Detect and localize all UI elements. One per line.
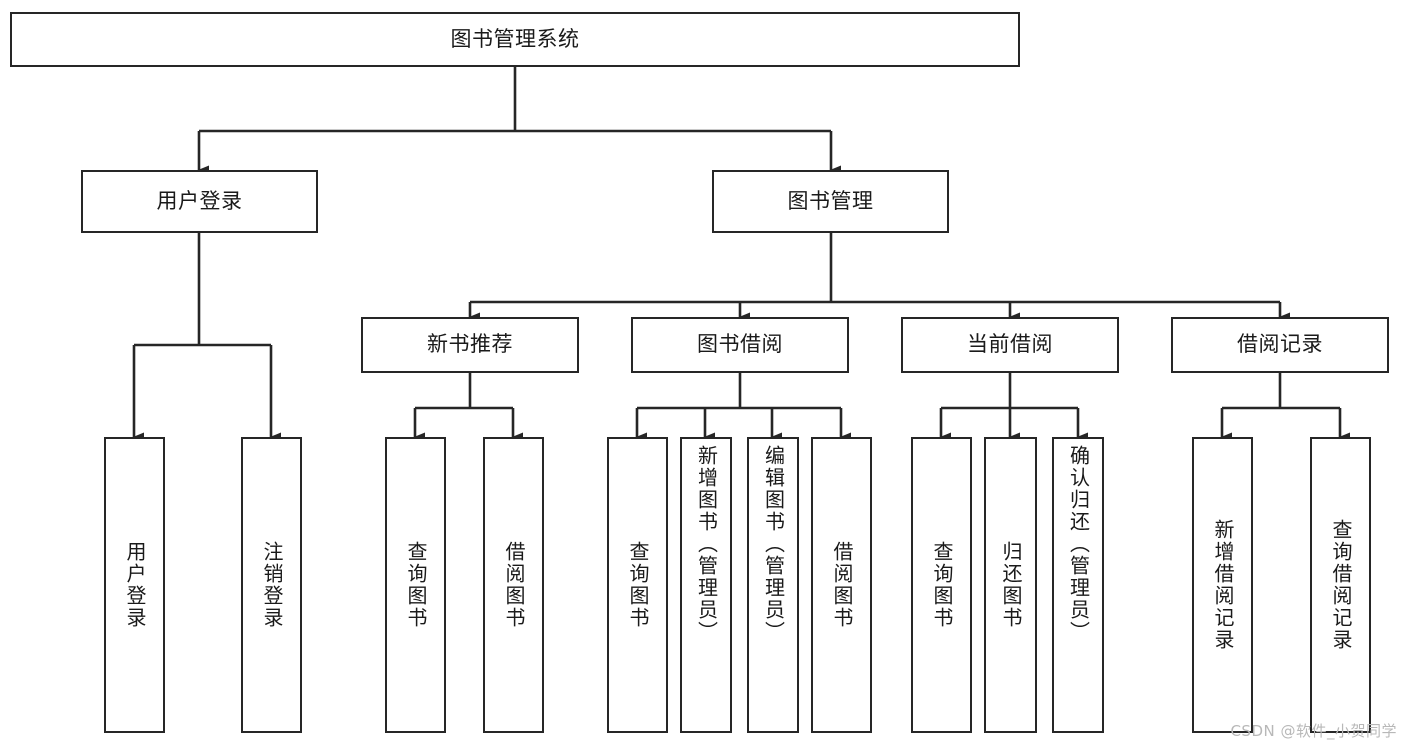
node-leaf-add-book[interactable]: 新增图书（管理员） [680,437,732,733]
node-root[interactable]: 图书管理系统 [10,12,1020,67]
node-new-book-rec[interactable]: 新书推荐 [361,317,579,373]
node-book-manage-label: 图书管理 [787,188,874,213]
node-leaf-query-book-3-label: 查询图书 [930,541,954,629]
node-leaf-return-book-label: 归还图书 [999,541,1023,629]
node-leaf-query-book-2-label: 查询图书 [626,541,650,629]
node-leaf-edit-book[interactable]: 编辑图书（管理员） [747,437,799,733]
node-borrow-record[interactable]: 借阅记录 [1171,317,1389,373]
node-borrow-record-label: 借阅记录 [1237,332,1323,357]
node-leaf-add-record[interactable]: 新增借阅记录 [1192,437,1253,733]
node-leaf-user-login-label: 用户登录 [123,541,147,629]
watermark-text: CSDN @软件_小贺同学 [1230,722,1397,740]
node-leaf-user-logout[interactable]: 注销登录 [241,437,302,733]
node-current-borrow-label: 当前借阅 [967,332,1053,357]
node-leaf-confirm-return[interactable]: 确认归还（管理员） [1052,437,1104,733]
node-user-login[interactable]: 用户登录 [81,170,318,233]
node-current-borrow[interactable]: 当前借阅 [901,317,1119,373]
node-leaf-query-book-1-label: 查询图书 [404,541,428,629]
node-leaf-query-book-3[interactable]: 查询图书 [911,437,972,733]
node-leaf-return-book[interactable]: 归还图书 [984,437,1037,733]
node-leaf-user-login[interactable]: 用户登录 [104,437,165,733]
node-new-book-rec-label: 新书推荐 [427,332,513,357]
node-leaf-confirm-return-label: 确认归还（管理员） [1066,445,1091,643]
node-leaf-query-record[interactable]: 查询借阅记录 [1310,437,1371,733]
node-leaf-query-record-label: 查询借阅记录 [1329,519,1353,651]
node-leaf-add-record-label: 新增借阅记录 [1211,519,1235,651]
node-leaf-borrow-book-2[interactable]: 借阅图书 [811,437,872,733]
node-book-borrow[interactable]: 图书借阅 [631,317,849,373]
node-leaf-query-book-2[interactable]: 查询图书 [607,437,668,733]
node-user-login-label: 用户登录 [156,188,243,213]
node-leaf-borrow-book-1[interactable]: 借阅图书 [483,437,544,733]
node-leaf-user-logout-label: 注销登录 [260,541,284,629]
node-leaf-edit-book-label: 编辑图书（管理员） [761,445,786,643]
node-leaf-add-book-label: 新增图书（管理员） [694,445,719,643]
node-book-borrow-label: 图书借阅 [697,332,783,357]
node-leaf-borrow-book-1-label: 借阅图书 [502,541,526,629]
node-leaf-query-book-1[interactable]: 查询图书 [385,437,446,733]
node-leaf-borrow-book-2-label: 借阅图书 [830,541,854,629]
node-root-label: 图书管理系统 [450,26,580,51]
node-book-manage[interactable]: 图书管理 [712,170,949,233]
